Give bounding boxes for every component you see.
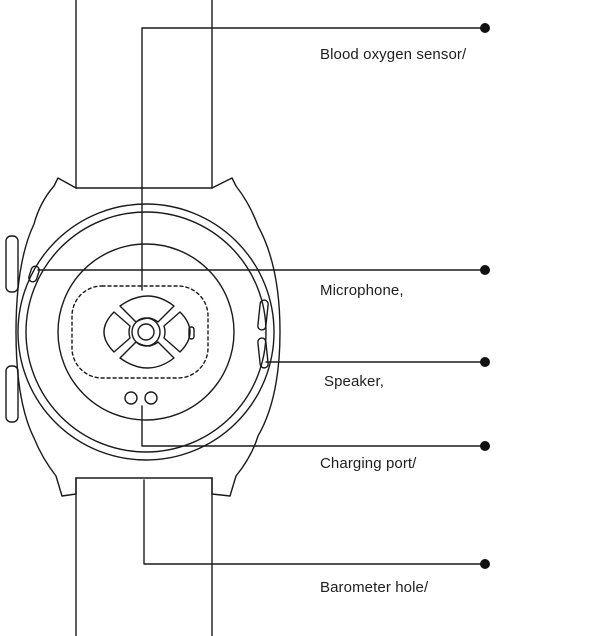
- callout-dot-microphone: [480, 265, 490, 275]
- label-blood-oxygen-sensor: Blood oxygen sensor/: [320, 46, 467, 63]
- top-strap: [75, 0, 213, 189]
- callout-dot-barometer: [480, 559, 490, 569]
- sensor-petal-right: [163, 311, 191, 353]
- label-charging-port: Charging port/: [320, 455, 417, 472]
- charging-contact-left: [124, 391, 138, 405]
- sensor-indicator: [188, 326, 195, 340]
- side-button-bottom: [5, 365, 19, 423]
- callout-dot-speaker: [480, 357, 490, 367]
- sensor-petal-left: [103, 311, 131, 353]
- bottom-strap: [75, 477, 213, 636]
- case-back-inner-ring: [25, 211, 267, 453]
- sensor-center-dot: [137, 323, 155, 341]
- leader-barometer: [143, 479, 485, 565]
- leader-blood-oxygen: [141, 27, 485, 291]
- label-barometer-hole: Barometer hole/: [320, 579, 429, 596]
- label-microphone: Microphone,: [320, 282, 404, 299]
- sensor-center-ring: [131, 317, 161, 347]
- callout-dot-charging: [480, 441, 490, 451]
- sensor-cluster: [103, 295, 191, 369]
- callout-dot-blood-oxygen: [480, 23, 490, 33]
- side-button-top: [5, 235, 19, 293]
- charging-contact-right: [144, 391, 158, 405]
- case-back-outer-ring: [17, 203, 275, 461]
- watch-case: [15, 177, 281, 497]
- speaker-slot-upper: [257, 299, 269, 331]
- microphone-slot: [28, 265, 40, 283]
- sensor-area-circle: [57, 243, 235, 421]
- leader-charging: [141, 405, 485, 447]
- sensor-window-dashed: [71, 285, 209, 379]
- speaker-slot-lower: [257, 337, 269, 369]
- label-speaker: Speaker,: [324, 373, 385, 390]
